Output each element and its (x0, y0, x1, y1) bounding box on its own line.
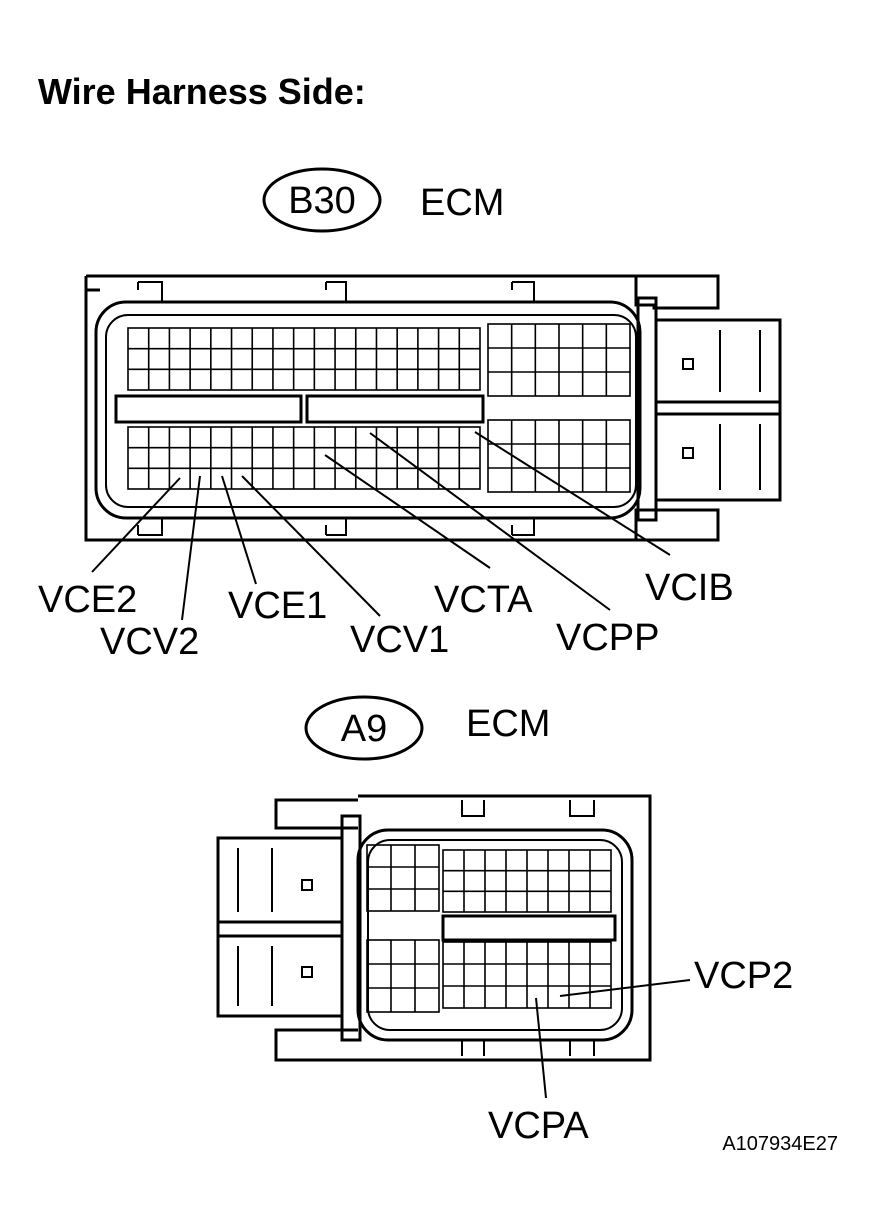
diagram-title: Wire Harness Side: (38, 71, 366, 112)
a9-pin-block-lower-left (366, 939, 440, 1013)
a9-pin-block-lower-right (442, 941, 612, 1009)
b30-pin-grid (127, 323, 631, 493)
a9-connector-header: A9 ECM (304, 695, 550, 761)
a9-connector-body (216, 794, 652, 1062)
pin-label-vcib: VCIB (645, 567, 734, 609)
b30-connector-name: ECM (420, 182, 504, 224)
b30-connector-id: B30 (288, 180, 356, 222)
a9-pin-leaders (535, 979, 691, 1099)
a9-pin-grid (366, 844, 612, 1013)
b30-pin-block-upper-left (127, 327, 481, 391)
a9-pin-block-upper-right (442, 849, 612, 913)
pin-label-vcpa: VCPA (488, 1105, 589, 1147)
a9-pin-labels: VCP2 VCPA (488, 955, 793, 1147)
b30-badge-oval (262, 167, 382, 233)
b30-pin-block-lower-left (127, 426, 481, 490)
b30-pin-block-upper-right (487, 323, 631, 397)
b30-pin-labels: VCE2 VCV2 VCE1 VCV1 VCTA VCPP VCIB (38, 567, 734, 663)
pin-label-vcv1: VCV1 (350, 619, 449, 661)
pin-label-vcv2: VCV2 (100, 621, 199, 663)
pin-label-vcta: VCTA (434, 579, 533, 621)
b30-pin-block-lower-right (487, 419, 631, 493)
b30-connector-header: B30 ECM (262, 167, 504, 233)
pin-label-vce1: VCE1 (228, 585, 327, 627)
a9-pin-block-upper-left (366, 844, 440, 912)
b30-pin-leaders (91, 431, 671, 621)
a9-connector-name: ECM (466, 703, 550, 745)
b30-connector-body (84, 274, 782, 542)
figure-code: A107934E27 (722, 1133, 838, 1155)
pin-label-vce2: VCE2 (38, 579, 137, 621)
pin-label-vcpp: VCPP (556, 617, 659, 659)
a9-connector-id: A9 (341, 708, 387, 750)
pin-label-vcp2: VCP2 (694, 955, 793, 997)
a9-badge-oval (304, 695, 424, 761)
